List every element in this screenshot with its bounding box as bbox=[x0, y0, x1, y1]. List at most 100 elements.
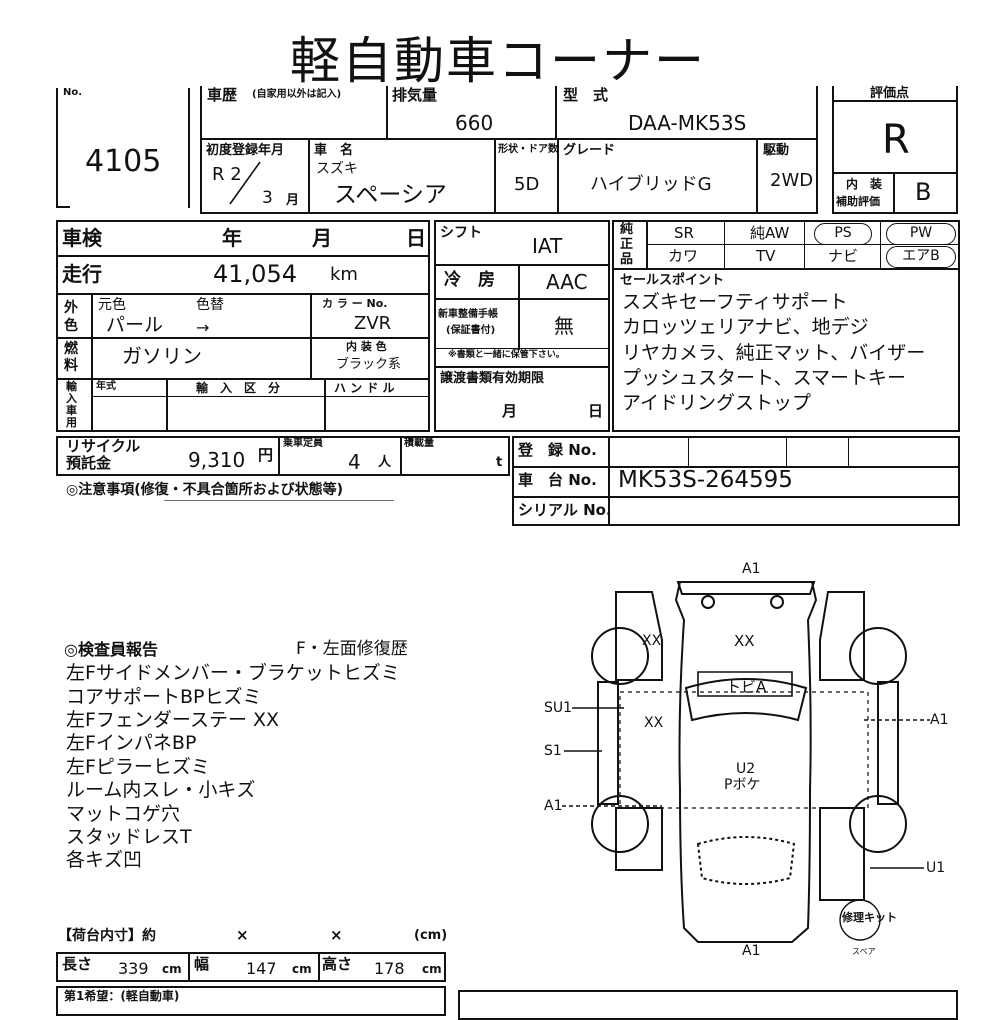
divider bbox=[56, 337, 430, 339]
equip-pw: PW bbox=[886, 223, 956, 245]
inspector-label: ◎検査員報告 bbox=[64, 640, 158, 659]
divider bbox=[512, 466, 960, 468]
diagram-label-xx-fender: XX bbox=[642, 633, 662, 649]
first-reg-label: 初度登録年月 bbox=[206, 143, 285, 158]
slash-mark bbox=[229, 161, 261, 205]
divider bbox=[512, 496, 960, 498]
grade-label: グレード bbox=[563, 143, 616, 158]
footer-label: 第1希望：(軽自動車) bbox=[64, 989, 180, 1003]
diagram-label-pboke: Pボケ bbox=[724, 777, 761, 793]
divider bbox=[848, 436, 849, 466]
wheel-rear-left bbox=[591, 795, 649, 853]
color-change-label: 色替 bbox=[196, 297, 224, 313]
wheel-front-left bbox=[591, 627, 649, 685]
registration-box bbox=[512, 436, 960, 526]
divider bbox=[166, 378, 168, 432]
repair-kit-circle bbox=[839, 899, 881, 941]
cabin-dashed-area bbox=[619, 691, 869, 809]
first-reg-month: 3 bbox=[262, 188, 273, 208]
sales-point-line: スズキセーフティサポート bbox=[622, 291, 848, 313]
diagram-label-u1: U1 bbox=[926, 860, 946, 876]
divider bbox=[724, 220, 725, 268]
color-orig-label: 元色 bbox=[98, 297, 126, 313]
int-color-value: ブラック系 bbox=[336, 357, 402, 372]
equip-leather: カワ bbox=[668, 247, 699, 265]
inspector-line: スタッドレスT bbox=[66, 826, 192, 848]
divider bbox=[56, 255, 430, 257]
divider bbox=[832, 172, 958, 174]
import-class-label: 輸 入 区 分 bbox=[196, 381, 281, 395]
shift-label: シフト bbox=[440, 225, 482, 241]
int-color-label: 内 装 色 bbox=[346, 340, 387, 353]
rear-window bbox=[696, 836, 796, 885]
equip-airbag: エアB bbox=[886, 246, 956, 268]
divider bbox=[557, 138, 559, 214]
specs-box bbox=[56, 220, 430, 432]
mileage-value: 41,054 bbox=[213, 260, 297, 288]
chassis-value: MK53S-264595 bbox=[618, 467, 793, 493]
drive-label: 駆動 bbox=[763, 143, 790, 158]
diagram-label-a1-left: A1 bbox=[544, 798, 563, 814]
divider bbox=[688, 436, 689, 466]
divider bbox=[434, 366, 610, 368]
car-body-outline bbox=[674, 581, 818, 943]
fuel-value: ガソリン bbox=[122, 344, 202, 368]
inspector-line: ルーム内スレ・小キズ bbox=[66, 779, 256, 801]
car-name-label: 車 名 bbox=[314, 143, 354, 158]
cargo-cm: cm bbox=[292, 962, 312, 976]
cargo-cm: cm bbox=[162, 962, 182, 976]
diagram-label-u2: U2 bbox=[736, 761, 756, 777]
repair-kit-label: 修理キット bbox=[842, 911, 897, 924]
row-divider bbox=[200, 138, 818, 140]
divider bbox=[310, 293, 312, 378]
score-label: 評価点 bbox=[870, 86, 910, 101]
manual-label2: (保証書付) bbox=[446, 325, 496, 336]
recycle-label2: 預託金 bbox=[66, 454, 112, 472]
cargo-x2: × bbox=[330, 926, 343, 944]
diagram-label-bottom: A1 bbox=[742, 943, 761, 959]
first-reg-month-unit: 月 bbox=[286, 193, 300, 208]
inspector-line: 左Fピラーヒズミ bbox=[66, 756, 210, 778]
lot-number: 4105 bbox=[85, 144, 162, 179]
divider bbox=[434, 348, 610, 349]
cargo-unit: (cm) bbox=[414, 928, 448, 943]
inspector-line: 各キズ凹 bbox=[66, 849, 143, 871]
divider bbox=[56, 293, 430, 295]
headlight-right bbox=[770, 595, 784, 609]
spare-label: スペア bbox=[852, 947, 876, 956]
diagram-label-a1-right: A1 bbox=[930, 712, 949, 728]
sales-points-label: セールスポイント bbox=[620, 273, 725, 288]
history-note: (自家用以外は記入) bbox=[252, 89, 342, 100]
diagram-label-xx-hood: XX bbox=[734, 632, 755, 650]
top-info-box bbox=[200, 86, 818, 214]
manual-note: ※書類と一緒に保管下さい。 bbox=[448, 350, 565, 360]
diagram-label-top: A1 bbox=[742, 561, 761, 577]
inspector-line: 左Fサイドメンバー・ブラケットヒズミ bbox=[66, 662, 400, 684]
drive-value: 2WD bbox=[770, 170, 814, 191]
doors-value: 5D bbox=[514, 174, 540, 195]
divider bbox=[786, 436, 787, 466]
model-label: 型 式 bbox=[563, 86, 609, 104]
equip-tv: TV bbox=[756, 247, 776, 265]
divider bbox=[756, 138, 758, 214]
import-year-label: 年式 bbox=[96, 381, 116, 392]
lot-label: No. bbox=[63, 87, 83, 98]
interior-score-label1: 内 装 bbox=[846, 177, 883, 191]
recycle-value: 9,310 bbox=[188, 448, 246, 472]
cargo-label: 【荷台内寸】約 bbox=[58, 928, 156, 944]
cargo-height: 178 bbox=[374, 959, 405, 978]
divider bbox=[804, 220, 805, 268]
inspector-line: マットコゲ穴 bbox=[66, 803, 181, 825]
divider bbox=[608, 436, 610, 526]
divider bbox=[646, 220, 648, 268]
grade-value: ハイブリッドG bbox=[590, 174, 712, 195]
divider bbox=[893, 172, 895, 214]
page-title: 軽自動車コーナー bbox=[290, 32, 706, 90]
divider bbox=[494, 138, 496, 214]
registration-label: 登 録 No. bbox=[518, 441, 597, 459]
chassis-label: 車 台 No. bbox=[518, 471, 597, 489]
footer-right-box bbox=[458, 990, 958, 1020]
divider bbox=[400, 436, 402, 476]
divider bbox=[278, 436, 280, 476]
diagram-label-xx-door: XX bbox=[644, 715, 664, 731]
